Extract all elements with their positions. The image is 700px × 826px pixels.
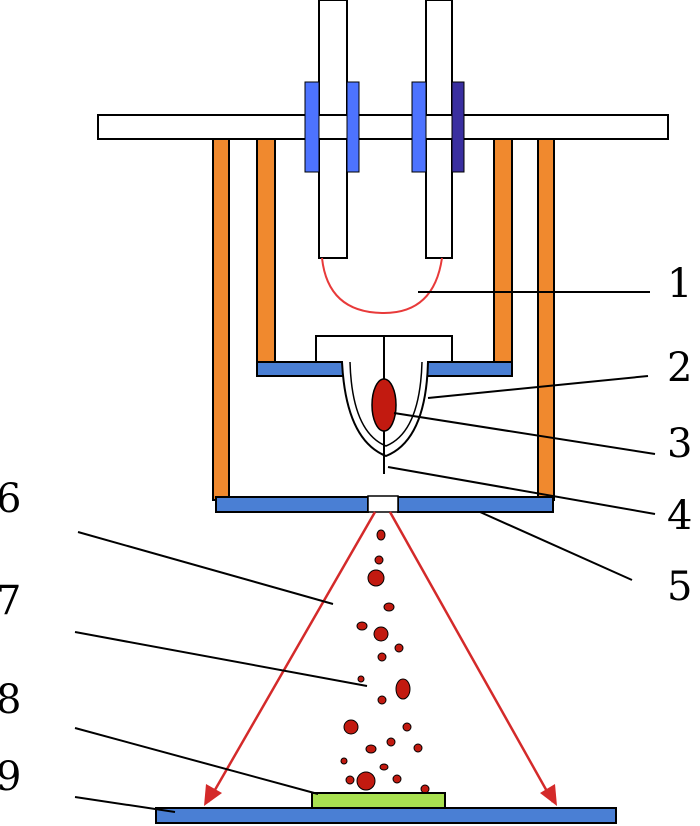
droplet bbox=[377, 695, 387, 705]
leader-line-5 bbox=[479, 511, 633, 581]
inner-wall-left bbox=[256, 138, 276, 367]
spray-cone-arrowhead-left bbox=[204, 784, 222, 806]
droplet bbox=[392, 774, 402, 784]
droplet bbox=[367, 569, 385, 587]
droplet bbox=[357, 675, 365, 683]
spray-cone-arrow-left bbox=[206, 511, 377, 803]
droplet bbox=[402, 722, 412, 732]
exit-orifice bbox=[367, 495, 399, 513]
droplet bbox=[373, 626, 389, 642]
droplet bbox=[356, 771, 376, 791]
bottom-plate-right bbox=[397, 496, 554, 513]
insulator-right-outer bbox=[411, 81, 427, 173]
deposited-film bbox=[311, 792, 446, 810]
droplet bbox=[376, 529, 386, 541]
droplet bbox=[413, 743, 423, 753]
droplet bbox=[394, 643, 404, 653]
leader-line-4 bbox=[387, 466, 656, 515]
droplet bbox=[356, 621, 368, 631]
leader-line-8 bbox=[74, 727, 319, 795]
inner-wall-right bbox=[493, 138, 513, 367]
droplet bbox=[377, 652, 387, 662]
spray-cone-arrowhead-right bbox=[540, 784, 557, 806]
droplet bbox=[386, 737, 396, 747]
droplet bbox=[379, 763, 389, 771]
callout-8: 8 bbox=[0, 677, 21, 723]
leader-lines bbox=[74, 291, 656, 813]
insulator-left-outer bbox=[304, 81, 320, 173]
leader-line-9 bbox=[74, 796, 176, 813]
droplet bbox=[383, 602, 395, 612]
droplet bbox=[340, 757, 348, 765]
callout-2: 2 bbox=[667, 345, 692, 391]
droplet bbox=[420, 784, 430, 794]
callout-9: 9 bbox=[0, 754, 21, 800]
callout-6: 6 bbox=[0, 476, 21, 522]
bottom-plate-left bbox=[215, 496, 369, 513]
callout-5: 5 bbox=[667, 564, 692, 610]
leader-line-3 bbox=[393, 412, 656, 455]
substrate bbox=[155, 807, 617, 824]
callout-4: 4 bbox=[667, 493, 692, 539]
droplet-spray bbox=[340, 529, 430, 794]
droplet bbox=[365, 744, 377, 754]
outer-wall-left bbox=[212, 138, 230, 501]
leader-line-7 bbox=[74, 631, 368, 687]
callout-3: 3 bbox=[667, 421, 692, 467]
droplet bbox=[374, 555, 384, 565]
leader-line-6 bbox=[77, 531, 334, 605]
outer-wall-right bbox=[537, 138, 555, 501]
callout-1: 1 bbox=[667, 261, 692, 307]
spray-cone-arrow-right bbox=[388, 511, 555, 803]
top-flange-plate bbox=[97, 114, 669, 140]
crucible-inner-wall bbox=[349, 361, 423, 447]
insulator-left-inner bbox=[346, 81, 360, 173]
molten-droplet bbox=[371, 378, 397, 432]
heating-filament bbox=[321, 257, 443, 315]
leader-line-2 bbox=[427, 375, 649, 399]
callout-7: 7 bbox=[0, 578, 21, 624]
insulator-right-inner bbox=[451, 81, 465, 173]
droplet bbox=[343, 719, 359, 735]
droplet bbox=[345, 775, 355, 785]
droplet bbox=[395, 678, 411, 700]
